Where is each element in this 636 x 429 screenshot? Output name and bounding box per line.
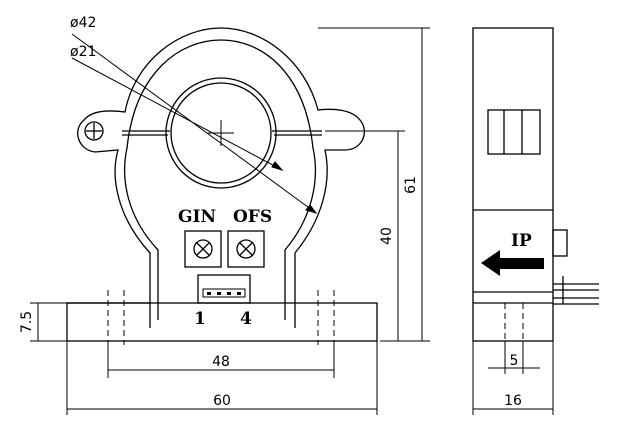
pin-connector <box>197 274 251 304</box>
side-dimensions <box>472 341 554 415</box>
body-outline <box>77 27 365 328</box>
gain-potentiometer <box>184 230 222 268</box>
body-inner-outline <box>124 39 316 320</box>
base-width-dim: 60 <box>213 393 231 409</box>
diameter-leaders <box>71 33 318 214</box>
front-dimensions <box>30 27 430 415</box>
mount-spacing-dim: 48 <box>212 354 230 370</box>
overall-height-dim: 61 <box>403 176 419 194</box>
window-height-dim: 40 <box>379 227 395 245</box>
body-thickness-dim: 16 <box>504 393 522 409</box>
inner-diameter-label: ø21 <box>70 44 96 60</box>
front-view <box>66 27 378 345</box>
current-direction-label: IP <box>511 231 532 251</box>
pin-last-label: 4 <box>240 309 252 329</box>
offset-label: OFS <box>233 207 272 227</box>
mount-ear-hole <box>84 121 104 141</box>
base-plate <box>66 302 378 342</box>
side-label-window <box>487 109 541 155</box>
gain-label: GIN <box>178 207 216 227</box>
pin-width-dim: 5 <box>510 353 519 369</box>
side-body <box>472 27 554 342</box>
aperture-outer <box>165 77 277 189</box>
aperture-inner <box>170 82 272 184</box>
base-height-dim: 7.5 <box>19 311 35 333</box>
current-direction-arrow <box>481 250 544 276</box>
side-view <box>472 27 599 342</box>
pin-first-label: 1 <box>194 309 206 329</box>
outer-diameter-label: ø42 <box>70 15 96 31</box>
offset-potentiometer <box>227 230 265 268</box>
